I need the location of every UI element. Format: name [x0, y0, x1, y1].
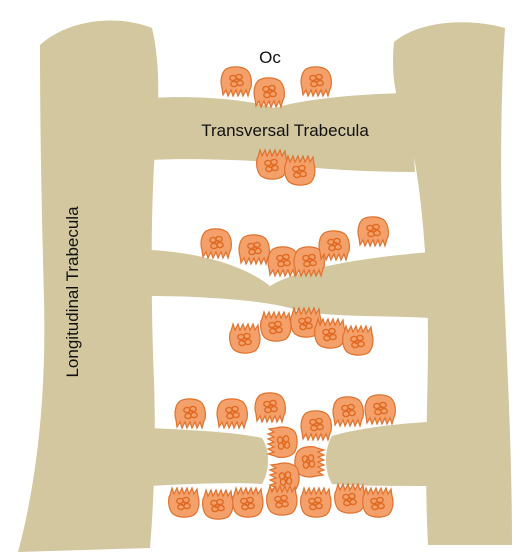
osteoclast-cell-icon	[268, 427, 297, 457]
osteoclast-group-under-3	[169, 484, 393, 519]
osteoclast-cell-icon	[343, 326, 373, 355]
osteoclast-cell-icon	[301, 411, 331, 440]
osteoclast-cell-icon	[315, 319, 345, 348]
osteoclast-cell-icon	[217, 399, 247, 428]
osteoclast-cell-icon	[301, 488, 331, 517]
osteoclast-cell-icon	[335, 484, 365, 513]
transversal-trabecula-label: Transversal Trabecula	[201, 121, 369, 140]
osteoclast-cell-icon	[365, 395, 395, 424]
osteoclast-cell-icon	[169, 488, 199, 517]
osteoclast-cell-icon	[285, 156, 315, 185]
osteoclast-cell-icon	[233, 488, 263, 517]
osteoclast-cell-icon	[254, 78, 284, 107]
osteoclast-cell-icon	[255, 393, 285, 422]
longitudinal-trabecula-label: Longitudinal Trabecula	[63, 206, 82, 378]
left-longitudinal-trabecula	[18, 21, 158, 552]
transversal-trabecula-3-left-stub	[150, 428, 268, 486]
osteoclast-cell-icon	[363, 488, 393, 517]
osteoclast-cell-icon	[358, 217, 388, 246]
osteoclast-cell-icon	[267, 486, 297, 515]
osteoclast-cell-icon	[203, 490, 233, 519]
osteoclast-cell-icon	[301, 67, 331, 96]
osteoclast-cell-icon	[239, 235, 269, 264]
osteoclast-cell-icon	[261, 312, 291, 341]
osteoclast-label: Oc	[259, 48, 281, 67]
osteoclast-cell-icon	[221, 67, 251, 96]
osteoclast-cell-icon	[319, 231, 349, 260]
osteoclast-cell-icon	[201, 229, 231, 258]
osteoclast-cell-icon	[295, 447, 324, 477]
osteoclast-group-gap-3	[268, 427, 324, 493]
osteoclast-cell-icon	[230, 324, 260, 353]
osteoclast-cell-icon	[333, 397, 363, 426]
osteoclast-cell-icon	[257, 150, 287, 179]
osteoclast-cell-icon	[175, 399, 205, 428]
transversal-trabecula-3-right-stub	[326, 422, 428, 486]
